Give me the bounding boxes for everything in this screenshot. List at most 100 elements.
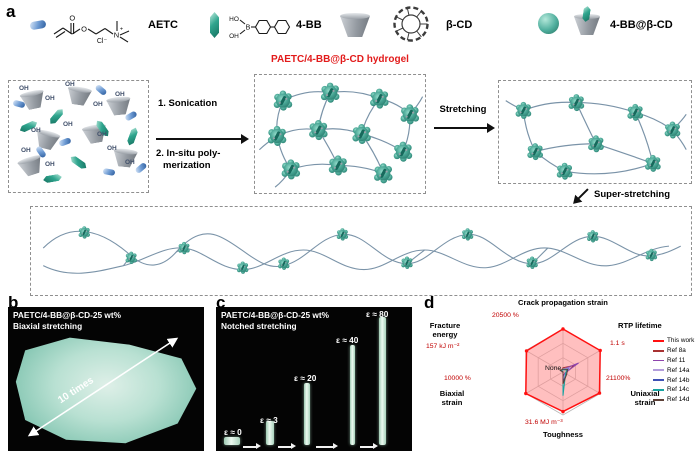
axis-max-toughness: 31.6 MJ m⁻³ — [525, 419, 563, 426]
legend-label: This work — [667, 337, 695, 345]
legend-item: Ref 14d — [653, 395, 694, 405]
legend-swatch — [653, 349, 664, 352]
reaction-arrow — [156, 134, 249, 144]
oh-label: OH — [125, 159, 135, 166]
super-stretching-label: Super-stretching — [594, 189, 671, 200]
strain-label-3: ε ≈ 40 — [336, 335, 359, 345]
legend-item: Ref 14b — [653, 375, 694, 385]
atom-label: O — [69, 14, 75, 23]
notched-stretching-photo: PAETC/4-BB@β-CD-25 wt% Notched stretchin… — [216, 307, 412, 451]
aetc-structure: O O N + Cl⁻ — [53, 14, 130, 44]
legend-label: Ref 8a — [667, 347, 686, 355]
aetc-monomer-icon — [58, 137, 72, 147]
panel-label-d: d — [424, 293, 435, 312]
oh-label: OH — [19, 85, 29, 92]
bb-crystal-icon — [126, 126, 139, 146]
bb-crystal-icon — [69, 154, 89, 171]
super-stretching-arrow — [577, 188, 589, 200]
oh-label: OH — [21, 147, 31, 154]
biaxial-stretching-photo: PAETC/4-BB@β-CD-25 wt% Biaxial stretchin… — [8, 307, 204, 451]
panel-label-a: a — [6, 2, 16, 21]
step-sonication: 1. Sonication — [158, 98, 218, 109]
legend-swatch — [653, 340, 664, 342]
legend-item: Ref 14c — [653, 385, 694, 395]
charge-label: + — [120, 27, 123, 33]
panel-label-c: c — [216, 293, 226, 312]
atom-label: Cl⁻ — [97, 38, 108, 44]
legend-swatch — [653, 398, 664, 401]
axis-max-rtp: 1.1 s — [610, 340, 625, 347]
legend-label-bb: 4-BB — [296, 19, 322, 31]
progress-arrow — [360, 443, 378, 449]
legend-label-bb-bcd: 4-BB@β-CD — [610, 19, 673, 31]
step-polymerization-line1: 2. In-situ poly- — [156, 148, 221, 159]
aetc-monomer-icon — [102, 168, 116, 176]
oh-label: OH — [45, 161, 55, 168]
legend-label-aetc: AETC — [148, 19, 178, 31]
legend-label: Ref 14d — [667, 396, 690, 404]
step-polymerization-line2: merization — [163, 160, 211, 171]
legend-label: Ref 11 — [667, 356, 686, 364]
axis-label-biaxial: Biaxial strain — [439, 389, 465, 407]
stretched-network-box — [498, 80, 692, 184]
legend-item: Ref 11 — [653, 356, 694, 366]
aetc-monomer-icon — [29, 19, 47, 31]
axis-label-rtp: RTP lifetime — [618, 321, 662, 330]
legend-swatch — [653, 388, 664, 391]
legend-label: Ref 14c — [667, 386, 690, 394]
hydrogel-strip — [266, 421, 274, 445]
aetc-monomer-icon — [94, 83, 108, 97]
strain-label-1: ε ≈ 3 — [260, 415, 278, 425]
notched-subtitle: Notched stretching — [221, 321, 297, 331]
radar-chart: Crack propagation strain 20500 % RTP lif… — [420, 296, 700, 455]
axis-label-uniaxial: Uniaxial strain — [630, 389, 660, 407]
sample-title: PAETC/4-BB@β-CD-25 wt% — [13, 310, 121, 320]
cyclodextrin-icon — [19, 89, 46, 112]
legend-item: This work — [653, 336, 694, 346]
bcd-structure — [393, 6, 429, 42]
hydrogel-network-box — [254, 74, 426, 194]
legend-swatch — [653, 369, 664, 372]
radar-plot — [524, 327, 602, 416]
oh-label: OH — [31, 127, 41, 134]
oh-label: OH — [93, 101, 103, 108]
hydrogel-strip — [379, 317, 386, 445]
precursor-mixture-box: OH OH OH OH OH OH OH OH OH OH OH OH — [8, 80, 149, 193]
atom-label: HO — [229, 16, 239, 23]
oh-label: OH — [115, 91, 125, 98]
bb-crystal-icon — [43, 173, 63, 183]
oh-label: OH — [97, 131, 107, 138]
axis-max-biaxial: 10000 % — [444, 375, 471, 382]
oh-label: OH — [65, 81, 75, 88]
oh-label: OH — [63, 121, 73, 128]
hydrogel-network-illustration — [258, 82, 424, 188]
sample-title: PAETC/4-BB@β-CD-25 wt% — [221, 310, 329, 320]
atom-label: O — [81, 25, 87, 34]
progress-arrow — [316, 443, 338, 449]
axis-label-toughness: Toughness — [543, 430, 583, 439]
legend-item: Ref 8a — [653, 346, 694, 356]
legend-item: Ref 14a — [653, 365, 694, 375]
strain-label-4: ε ≈ 80 — [366, 309, 389, 319]
cyclodextrin-icon — [66, 85, 92, 106]
bb-structure: HO OH B — [229, 16, 291, 40]
hydrogel-strip — [224, 437, 240, 445]
progress-arrow — [243, 443, 261, 449]
legend-swatch — [653, 359, 664, 362]
legend-label: Ref 14a — [667, 366, 690, 374]
bb-crystal-icon — [210, 12, 219, 38]
axis-label-crack: Crack propagation strain — [518, 298, 608, 307]
chart-legend: This work Ref 8a Ref 11 Ref 14a Ref 14b … — [653, 336, 694, 405]
legend-label-bcd: β-CD — [446, 19, 473, 31]
hydrogel-strip — [350, 345, 355, 445]
stretched-network-illustration — [505, 94, 687, 180]
panel-label-b: b — [8, 293, 19, 312]
legend-label: Ref 14b — [667, 376, 690, 384]
strain-label-0: ε ≈ 0 — [224, 427, 242, 437]
strain-label-2: ε ≈ 20 — [294, 373, 317, 383]
atom-label: OH — [229, 33, 239, 40]
bb-bcd-complex-icon — [538, 13, 559, 34]
hydrogel-strip — [304, 383, 310, 445]
stretching-label: Stretching — [439, 104, 487, 115]
